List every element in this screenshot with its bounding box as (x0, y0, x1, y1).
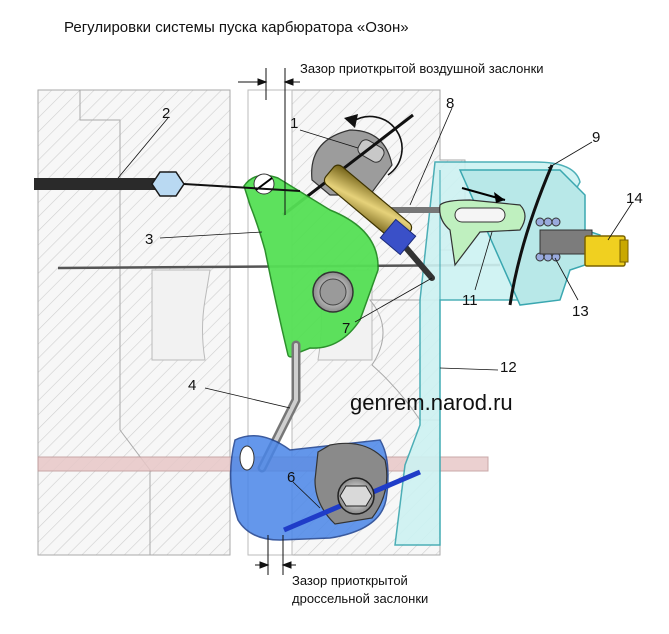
throttle-gap-note-2: дроссельной заслонки (292, 591, 428, 606)
label-12: 12 (500, 359, 517, 376)
label-13: 13 (572, 303, 589, 320)
throttle-gap-dimension (255, 535, 296, 575)
rotation-arrow (351, 115, 403, 176)
starter-rod-7 (323, 164, 435, 281)
cable-2 (34, 171, 301, 197)
label-1: 1 (290, 115, 298, 132)
air-gap-note: Зазор приоткрытой воздушной заслонки (300, 61, 544, 76)
label-14: 14 (626, 190, 643, 207)
lever-3 (243, 174, 379, 358)
label-9: 9 (592, 129, 600, 146)
label-7: 7 (342, 320, 350, 337)
throttle-gap-note-1: Зазор приоткрытой (292, 573, 408, 588)
diagram-title: Регулировки системы пуска карбюратора «О… (64, 19, 409, 36)
label-3: 3 (145, 231, 153, 248)
air-gap-dimension (238, 68, 300, 215)
label-2: 2 (162, 105, 170, 122)
site-watermark: genrem.narod.ru (350, 390, 513, 415)
label-8: 8 (446, 95, 454, 112)
label-6: 6 (287, 469, 295, 486)
leader-lines (117, 107, 633, 509)
label-4: 4 (188, 377, 196, 394)
label-11: 11 (462, 292, 478, 309)
